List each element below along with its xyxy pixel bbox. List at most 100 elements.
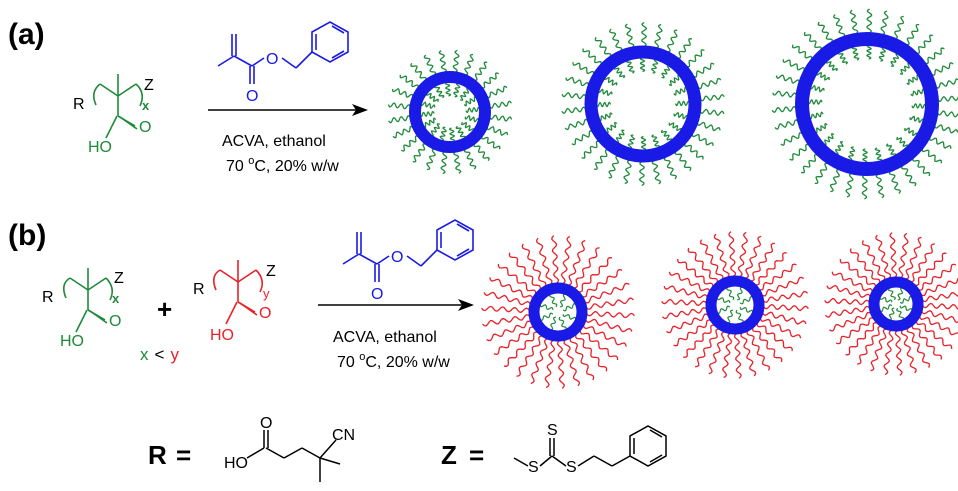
polymer-chain: [551, 235, 560, 284]
polymer-chain: [481, 72, 500, 89]
legend-z-equals: =: [469, 440, 484, 470]
polymer-chain: [673, 111, 689, 120]
polymer-chain: [762, 303, 809, 312]
polymer-chain: [847, 146, 856, 162]
polymer-b1-z: Z: [114, 270, 124, 287]
polymer-chain: [650, 58, 659, 74]
polymer-chain: [936, 110, 958, 118]
polymer-chain: [473, 61, 488, 81]
polymer-chain: [585, 297, 634, 310]
polymer-chain: [651, 159, 662, 185]
polymer-chain: [894, 15, 905, 40]
polymer-chain: [465, 106, 481, 114]
polymer-b2-hydroxyl: HO: [210, 327, 234, 344]
legend-z-label: Z: [441, 440, 457, 470]
polymer-chain: [851, 45, 860, 61]
polymer-chain: [521, 243, 547, 287]
polymer-chain: [746, 330, 771, 371]
polymer-chain: [829, 168, 840, 193]
polymer-chain: [750, 242, 775, 282]
polymer-chain: [924, 47, 945, 65]
polymer-chain: [561, 92, 587, 100]
polymer-chain: [463, 148, 477, 170]
polymer-chain: [758, 263, 797, 291]
polymer-chain: [875, 173, 885, 199]
polymer-chain: [598, 112, 613, 122]
polymer-chain: [438, 50, 447, 73]
polymer-chain: [561, 106, 587, 115]
z-group-sulfur-2: S: [547, 422, 558, 439]
polymer-chain: [883, 329, 894, 376]
polymer-chain: [918, 315, 958, 336]
polymer-chain: [874, 147, 883, 163]
polymer-chain: [735, 309, 744, 324]
polymer-chain: [832, 14, 846, 38]
polymer-chain: [564, 118, 589, 131]
polymer-chain: [829, 311, 872, 332]
polymer-chain: [391, 88, 414, 98]
polymer-chain: [673, 86, 688, 96]
polymer-chain: [897, 287, 904, 301]
polymer-chain: [453, 82, 461, 98]
polymer-chain: [486, 85, 508, 99]
polymer-chain: [739, 306, 754, 313]
polymer-chain: [921, 148, 943, 164]
monomer-b-carbonyl-o: O: [371, 286, 383, 303]
polymer-chain: [875, 234, 892, 279]
polymer-chain: [473, 143, 490, 162]
polymer-chain: [516, 335, 543, 377]
polymer-chain: [392, 125, 414, 139]
polymer-chain: [888, 170, 902, 194]
polymer-chain: [481, 135, 501, 150]
polymer-chain: [825, 60, 838, 72]
polymer-chain: [899, 62, 911, 75]
polymer-chain: [775, 74, 800, 84]
polymer-chain: [660, 129, 673, 142]
polymer-chain: [816, 71, 830, 81]
polymer-chain: [845, 172, 854, 198]
polymer-chain: [771, 105, 797, 113]
polymer-chain: [623, 159, 632, 185]
conditions-b-reagent: ACVA, ethanol: [333, 329, 437, 346]
membrane-ring: [795, 32, 939, 176]
polymer-chain: [683, 324, 715, 358]
macro-cta-structure-a: [92, 74, 144, 139]
polymer-chain: [774, 119, 799, 130]
polymer-chain: [803, 31, 822, 51]
polymer-chain: [920, 277, 958, 297]
polymer-chain: [824, 297, 871, 306]
polymer-chain: [573, 247, 600, 289]
polymer-chain: [691, 133, 714, 146]
polymer-chain: [906, 327, 931, 368]
polymer-a-carbonyl-o: O: [139, 119, 151, 136]
monomer-structure-b: [342, 219, 474, 282]
macro-cta-structure-b-red: [212, 260, 264, 325]
polymer-chain: [448, 127, 456, 143]
polymer-chain: [870, 328, 887, 372]
polymer-chain: [605, 121, 618, 134]
polymer-chain: [861, 174, 868, 200]
polymer-a-z: Z: [144, 77, 154, 94]
monomer-a-ester-o: O: [266, 51, 278, 68]
legend-r-equals: =: [176, 440, 191, 470]
micelle-b-right: [824, 232, 958, 376]
polymer-chain: [550, 316, 557, 331]
polymer-chain: [835, 317, 874, 345]
polymer-a-hydroxyl: HO: [88, 139, 112, 156]
polymer-chain: [666, 313, 709, 334]
polymer-chain: [638, 160, 645, 187]
r-group-carbonyl-o: O: [260, 415, 272, 432]
polymer-chain: [604, 76, 618, 86]
polymer-chain: [716, 305, 731, 314]
membrane-ring: [528, 282, 588, 342]
polymer-chain: [761, 311, 807, 325]
polymer-chain: [699, 93, 725, 102]
membrane-ring: [584, 45, 702, 163]
polymer-chain: [464, 53, 474, 76]
monomer-b-ester-o: O: [391, 249, 403, 266]
polymer-chain: [894, 330, 903, 376]
polymer-chain: [921, 292, 958, 303]
polymer-chain: [503, 331, 538, 367]
polymer-chain: [728, 231, 737, 277]
polymer-chain: [761, 276, 804, 297]
